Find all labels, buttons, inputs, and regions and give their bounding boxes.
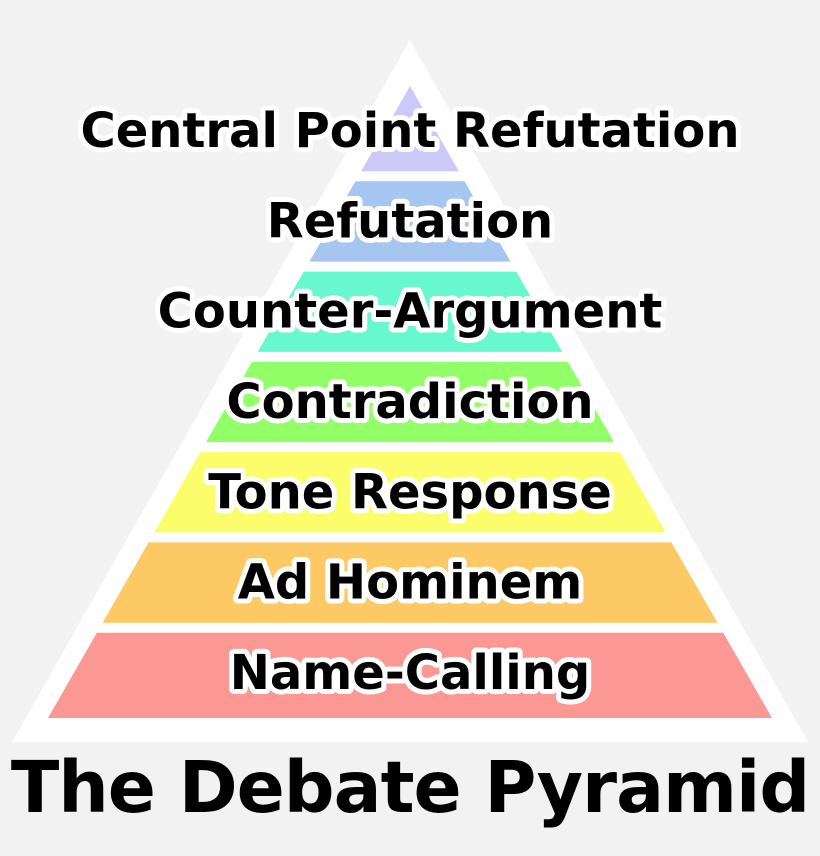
diagram-title: The Debate Pyramid — [10, 746, 810, 829]
pyramid-tier-label-7: Name-Calling — [230, 645, 591, 701]
pyramid-tier-label-4: Contradiction — [226, 374, 593, 430]
pyramid-tier-label-5: Tone Response — [208, 464, 612, 520]
pyramid-tier-label-3: Counter-Argument — [158, 284, 663, 340]
pyramid-tier-4 — [206, 361, 614, 443]
pyramid-labels: Central Point RefutationRefutationCounte… — [75, 98, 744, 706]
pyramid-tiers — [48, 86, 772, 718]
pyramid-tier-label-6: Ad Hominem — [238, 555, 583, 611]
pyramid-tier-5 — [154, 452, 666, 533]
pyramid-tier-1 — [361, 86, 459, 172]
pyramid-tier-6 — [102, 542, 718, 623]
pyramid-tier-7 — [48, 632, 772, 718]
pyramid-tier-label-1: Central Point Refutation — [80, 103, 739, 159]
pyramid-tier-2 — [309, 181, 511, 262]
pyramid-tier-3 — [257, 271, 563, 352]
pyramid-tier-label-2: Refutation — [267, 193, 553, 249]
